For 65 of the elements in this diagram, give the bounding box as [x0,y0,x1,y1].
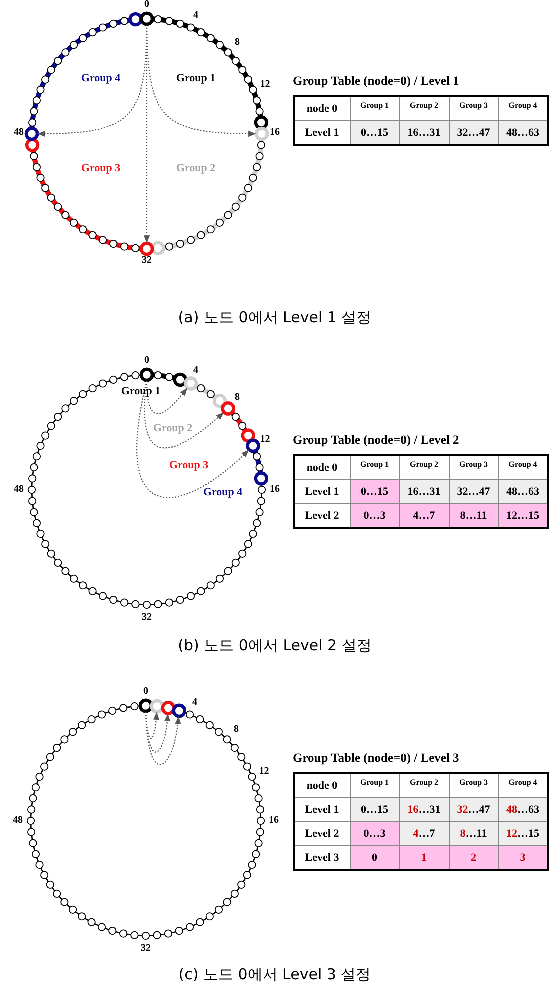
table-cell: 4…7 [400,822,449,846]
table-header-cell: node 0 [294,455,350,480]
table-cell: 8…11 [449,504,498,528]
table-cell: 0…15 [350,120,400,145]
table-cell: 16…31 [400,480,449,504]
group-label: Group 3 [81,164,121,174]
node-number: 8 [235,38,240,48]
group-label: Group 4 [203,488,243,498]
table-cell: 12…15 [498,822,548,846]
table-title: Group Table (node=0) / Level 2 [293,434,460,446]
node-number: 48 [14,128,24,138]
table-cell: 48…63 [498,798,548,822]
node-number: 32 [142,256,152,266]
table-cell: 16…31 [400,120,449,145]
figure-caption: (a) 노드 0에서 Level 1 설정 [178,310,372,326]
node-number: 8 [234,725,239,736]
group-label: Group 1 [176,74,216,84]
table-cell: 16…31 [400,798,449,822]
table-title: Group Table (node=0) / Level 3 [293,752,460,764]
table-cell: 32…47 [449,120,498,145]
node-number: 16 [269,816,279,826]
node-number: 16 [270,128,280,138]
table-header-cell: node 0 [294,96,350,120]
table-cell: 1 [400,846,449,870]
table-title: Group Table (node=0) / Level 1 [293,75,460,88]
group-label: Group 2 [153,424,193,434]
row-header-cell: Level 2 [294,822,350,846]
node-number: 4 [193,366,198,376]
table-cell: 0…15 [350,798,400,822]
table-cell: 8…11 [449,822,498,846]
table-cell: 32…47 [449,798,498,822]
table-cell: 48…63 [498,120,548,145]
node-number: 16 [270,485,280,495]
table-cell: 4…7 [400,504,449,528]
table-cell: 0…15 [350,480,400,504]
group-label: Group 4 [81,74,121,84]
table-cell: 0 [350,846,400,870]
table-cell: 2 [449,846,498,870]
node-number: 4 [192,698,198,708]
table-cell: 48…63 [498,480,548,504]
node-number: 0 [144,687,148,697]
node-number: 0 [144,356,150,366]
row-header-cell: Level 1 [294,798,350,822]
node-number: 48 [13,816,23,826]
node-number: 48 [14,485,24,495]
figure-caption: (c) 노드 0에서 Level 3 설정 [178,968,372,982]
node-number: 0 [144,0,150,10]
table-cell: 12…15 [498,504,548,528]
node-number: 12 [259,767,270,778]
group-label: Group 1 [121,386,161,398]
table-cell: 0…3 [350,504,400,528]
table-header-cell: node 0 [294,773,350,798]
node-number: 8 [235,393,240,404]
node-number: 12 [260,80,270,90]
group-label: Group 2 [176,164,216,174]
node-number: 4 [193,10,198,21]
table-cell: 32…47 [449,480,498,504]
node-number: 12 [260,435,270,446]
table-cell: 3 [498,846,548,870]
node-number: 32 [142,613,152,623]
group-label: Group 3 [169,460,209,472]
figure-caption: (b) 노드 0에서 Level 2 설정 [178,638,372,654]
table-cell: 0…3 [350,822,400,846]
node-number: 32 [141,944,151,954]
row-header-cell: Level 1 [294,480,350,504]
